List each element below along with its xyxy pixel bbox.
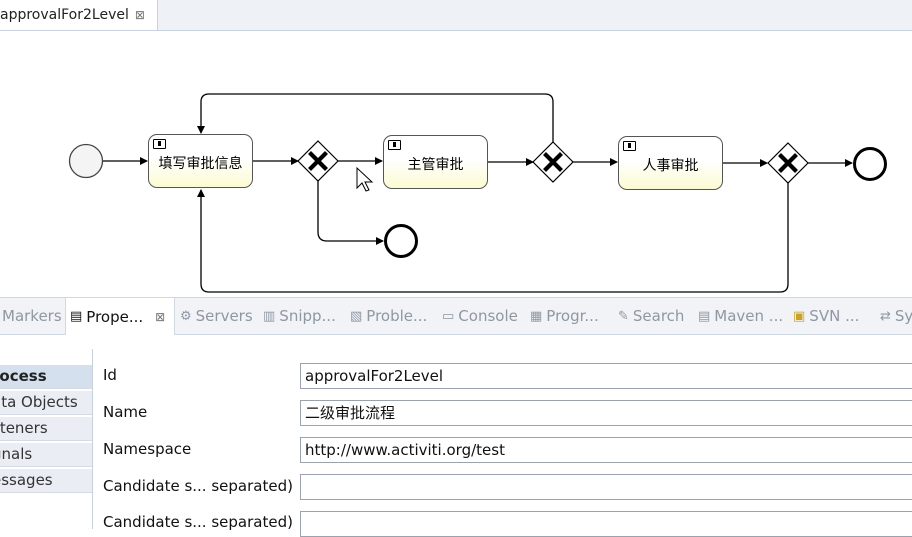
candidate-starter-groups-field[interactable]: [300, 511, 912, 537]
properties-icon: ▤: [70, 309, 83, 324]
task-label: 人事审批: [642, 158, 699, 174]
sequence-flows: [103, 93, 853, 293]
tab-label: SVN ...: [809, 307, 860, 325]
tab-console[interactable]: ▭ Console: [442, 298, 518, 334]
user-task-manager-approval[interactable]: 主管审批: [383, 135, 488, 189]
tab-label: Search: [632, 307, 685, 325]
close-icon[interactable]: ⊠: [155, 309, 166, 324]
sync-icon: ⇄: [880, 308, 891, 324]
tab-markers[interactable]: Markers: [2, 298, 62, 334]
candidate-starter-groups-label: Candidate s... separated): [103, 513, 293, 531]
flow-gateway1-to-end-reject[interactable]: [317, 181, 384, 245]
mouse-cursor-icon: [356, 166, 374, 192]
flow-gateway3-back-to-task1[interactable]: [197, 183, 789, 293]
editor-tab-approvalFor2Level[interactable]: approvalFor2Level ⊠: [0, 0, 158, 30]
bpmn-diagram: [68, 93, 887, 293]
tab-progress[interactable]: ▦ Progr...: [530, 298, 599, 334]
start-event[interactable]: [68, 143, 104, 179]
user-task-fill-approval-info[interactable]: 填写审批信息: [148, 134, 253, 188]
tab-synchronize[interactable]: ⇄ Sy: [880, 298, 912, 334]
tab-svn[interactable]: ▣ SVN ...: [793, 298, 859, 334]
nav-item-label: essages: [0, 471, 53, 489]
servers-icon: ⚙: [180, 308, 192, 324]
exclusive-gateway-3[interactable]: [767, 142, 809, 184]
tab-label: Proble...: [366, 307, 428, 325]
tab-problems[interactable]: ▧ Proble...: [350, 298, 427, 334]
user-task-hr-approval[interactable]: 人事审批: [618, 136, 723, 190]
task-label: 填写审批信息: [158, 156, 243, 172]
name-label: Name: [103, 403, 148, 421]
console-icon: ▭: [442, 308, 455, 324]
nav-item-label: ata Objects: [0, 393, 78, 411]
candidate-starter-users-field[interactable]: [300, 474, 912, 500]
exclusive-gateway-2[interactable]: [532, 141, 574, 183]
snippets-icon: ▥: [263, 308, 276, 324]
tab-servers[interactable]: ⚙ Servers: [180, 298, 253, 334]
search-icon: ✎: [618, 308, 629, 324]
editor-tab-bar: approvalFor2Level ⊠: [0, 0, 912, 31]
exclusive-gateway-1[interactable]: [297, 140, 339, 182]
id-label: Id: [103, 366, 117, 384]
namespace-field[interactable]: http://www.activiti.org/test: [300, 437, 912, 463]
name-field[interactable]: 二级审批流程: [300, 400, 912, 426]
user-task-icon: [388, 140, 401, 150]
end-event[interactable]: [853, 147, 887, 181]
user-task-icon: [623, 141, 636, 151]
nav-item-messages[interactable]: essages: [0, 469, 92, 493]
task-label: 主管审批: [407, 157, 464, 173]
id-field[interactable]: approvalFor2Level: [300, 363, 912, 389]
svn-icon: ▣: [793, 308, 806, 324]
tab-snippets[interactable]: ▥ Snipp...: [263, 298, 336, 334]
tab-label: Markers: [2, 307, 62, 325]
nav-item-label: gnals: [0, 445, 33, 463]
flow-gateway2-back-to-task1[interactable]: [197, 93, 554, 142]
tab-label: Progr...: [546, 307, 599, 325]
tab-maven[interactable]: ▤ Maven ...: [698, 298, 783, 334]
tab-label: Prope...: [86, 307, 144, 326]
tab-label: Console: [458, 307, 518, 325]
user-task-icon: [153, 139, 166, 149]
tab-label: Maven ...: [714, 307, 784, 325]
candidate-starter-users-label: Candidate s... separated): [103, 477, 293, 495]
nav-item-signals[interactable]: gnals: [0, 443, 92, 467]
progress-icon: ▦: [530, 308, 543, 324]
problems-icon: ▧: [350, 308, 363, 324]
maven-icon: ▤: [698, 308, 711, 324]
tab-label: Snipp...: [279, 307, 336, 325]
tab-label: Sy: [894, 307, 912, 325]
editor-tab-label: approvalFor2Level: [0, 7, 129, 23]
nav-item-process[interactable]: rocess: [0, 365, 92, 389]
end-event-reject[interactable]: [384, 224, 418, 258]
view-tab-bar: Markers ▤ Prope... ⊠ ⚙ Servers ▥ Snipp..…: [0, 297, 912, 335]
tab-properties[interactable]: ▤ Prope... ⊠: [65, 298, 175, 335]
close-icon[interactable]: ⊠: [134, 8, 145, 22]
tab-search[interactable]: ✎ Search: [618, 298, 684, 334]
nav-item-data-objects[interactable]: ata Objects: [0, 391, 92, 415]
tab-label: Servers: [195, 307, 253, 325]
bpmn-diagram-canvas[interactable]: 填写审批信息 主管审批 人事审批: [0, 31, 912, 296]
namespace-label: Namespace: [103, 440, 192, 458]
nav-item-label: rocess: [0, 367, 47, 385]
